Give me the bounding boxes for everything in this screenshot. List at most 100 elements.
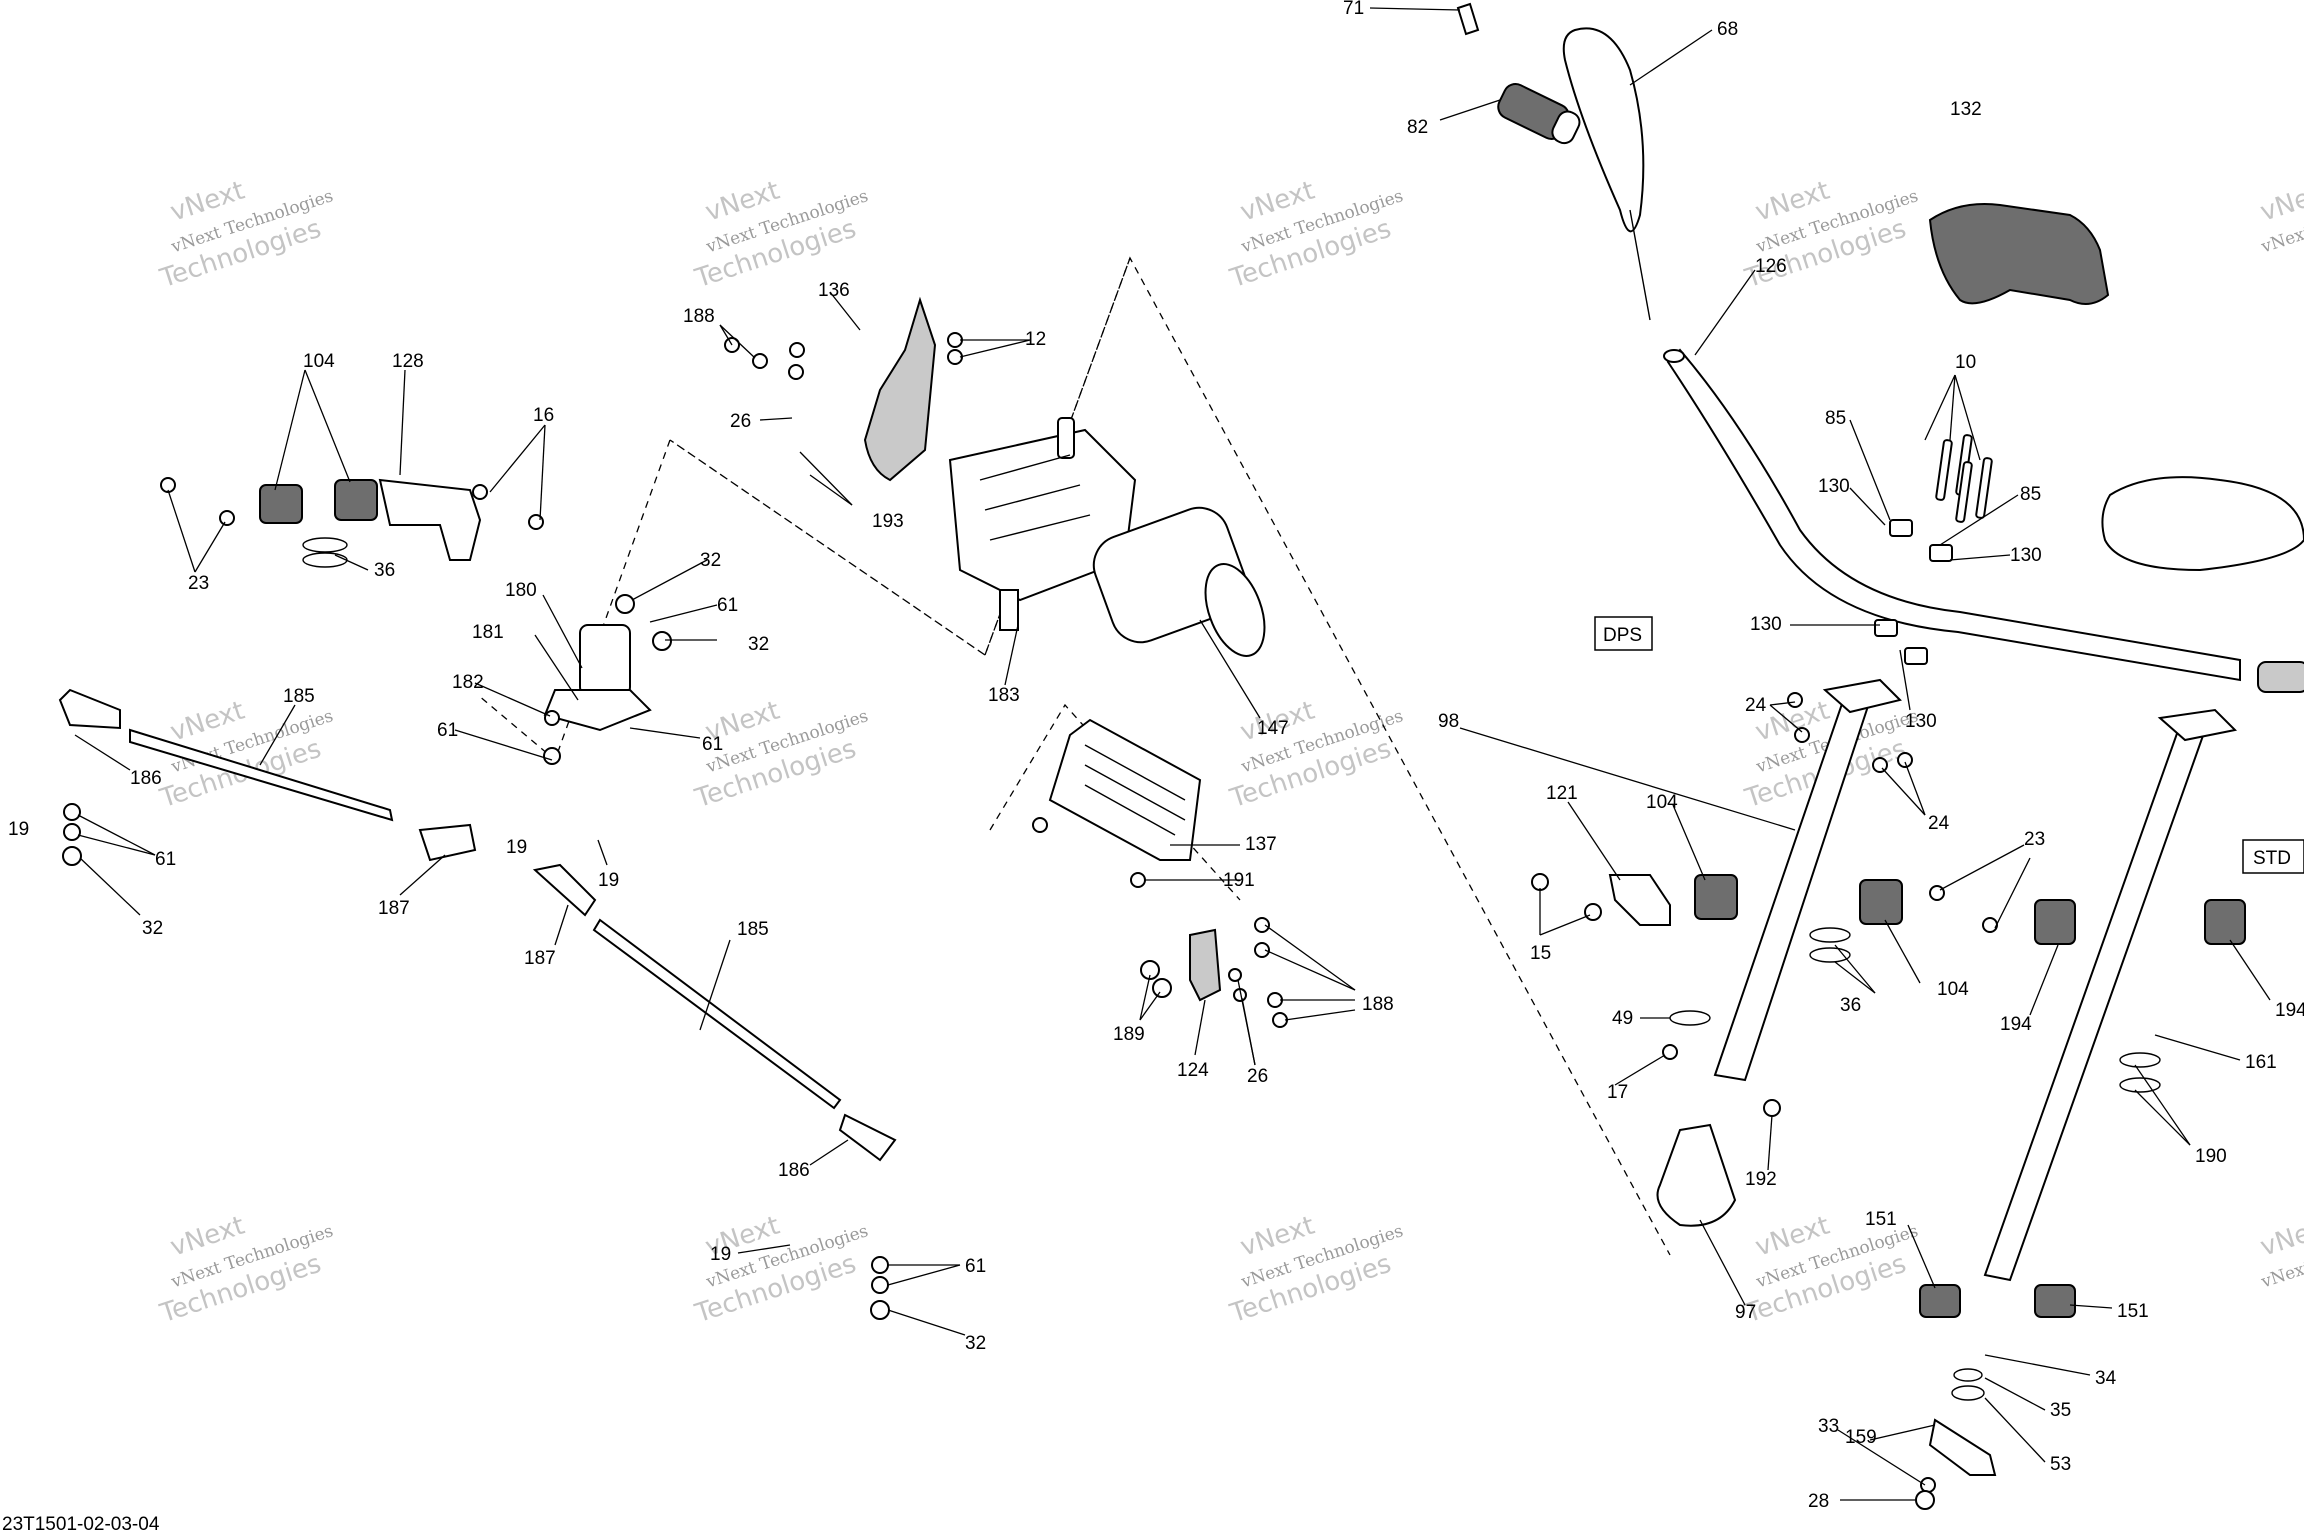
fasteners [62, 332, 1998, 1510]
callout-label: 128 [392, 351, 424, 372]
steering-column-icon [1713, 678, 1902, 1082]
handlebar-icon [1666, 348, 2241, 682]
tie-rod-end-icon [838, 1113, 897, 1162]
callout-label: 130 [1905, 711, 1937, 732]
clamp-bracket-icon [1608, 874, 1671, 926]
callout-label: 194 [2000, 1014, 2032, 1035]
handlebar-end-icon [1663, 349, 1685, 363]
steering-arm-icon [1928, 1418, 1997, 1476]
callout-label: 10 [1955, 352, 1976, 373]
callout-label: 130 [2010, 545, 2042, 566]
callout-label: 136 [818, 280, 850, 301]
variant-box-std [2242, 839, 2304, 874]
callout-label: 28 [1808, 1491, 1829, 1512]
callout-label: 124 [1177, 1060, 1209, 1081]
callout-label: 186 [778, 1160, 810, 1181]
variant-label-dps: DPS [1603, 625, 1642, 646]
callout-label: 182 [452, 672, 484, 693]
mirror-stem-icon [1629, 209, 1651, 321]
drawing-code: 23T1501-02-03-04 [2, 1514, 160, 1535]
clamp-icon [259, 479, 2246, 1318]
callout-label: 151 [1865, 1209, 1897, 1230]
callout-label: 16 [533, 405, 554, 426]
callout-label: 189 [1113, 1024, 1145, 1045]
callout-label: 130 [1818, 476, 1850, 497]
cover-plate-icon [1048, 718, 1202, 861]
callout-label: 185 [737, 919, 769, 940]
callout-label: 49 [1612, 1008, 1633, 1029]
tie-rod-icon [592, 918, 842, 1110]
watermark: vNext [2257, 176, 2304, 228]
callout-label: 130 [1750, 614, 1782, 635]
handlebar-cover-icon [1928, 203, 2110, 305]
callout-label: 24 [1745, 695, 1767, 716]
callout-label: 36 [1840, 995, 1861, 1016]
callout-label: 188 [1362, 994, 1394, 1015]
mirror-icon [1562, 27, 1645, 233]
callout-label: 53 [2050, 1454, 2071, 1475]
callout-label: 185 [283, 686, 315, 707]
callout-label: 19 [8, 819, 29, 840]
callout-label: 19 [506, 837, 527, 858]
grip-icon [1497, 83, 1581, 145]
callout-label: 192 [1745, 1169, 1777, 1190]
mirror-icon [2101, 476, 2304, 572]
callout-label: 187 [378, 898, 410, 919]
callout-label: 19 [710, 1244, 731, 1265]
callout-label: 180 [505, 580, 537, 601]
watermark: vNext [2257, 1211, 2304, 1263]
callout-label: 61 [717, 595, 738, 616]
callout-label: 188 [683, 306, 715, 327]
callout-label: 85 [1825, 408, 1846, 429]
callout-label: 23 [2024, 829, 2045, 850]
callout-label: 104 [1937, 979, 1969, 1000]
callout-label: 26 [730, 411, 751, 432]
callout-label: 193 [872, 511, 904, 532]
callout-label: 104 [1646, 792, 1678, 813]
callout-label: 97 [1735, 1302, 1756, 1323]
callout-label: 61 [155, 849, 176, 870]
callout-label: 17 [1607, 1082, 1628, 1103]
support-icon [378, 478, 482, 561]
callout-label: 98 [1438, 711, 1459, 732]
callout-label: 191 [1223, 870, 1255, 891]
callout-label: 12 [1025, 329, 1046, 350]
tie-rod-end-icon [532, 863, 597, 917]
callout-label: 121 [1546, 783, 1578, 804]
callout-label: 23 [188, 573, 209, 594]
boot-icon [1656, 1123, 1737, 1227]
pitman-arm-icon [543, 624, 652, 732]
callout-label: 151 [2117, 1301, 2149, 1322]
callout-label: 183 [988, 685, 1020, 706]
callout-label: 132 [1950, 99, 1982, 120]
bar-end-icon [1456, 2, 1480, 36]
variant-box-dps [1594, 616, 1653, 651]
callout-label: 104 [303, 351, 335, 372]
callout-label: 34 [2095, 1368, 2117, 1389]
callout-label: 137 [1245, 834, 1277, 855]
callout-label: 26 [1247, 1066, 1268, 1087]
support-bracket-icon [863, 296, 937, 482]
callout-label: 61 [702, 734, 723, 755]
variant-label-std: STD [2253, 848, 2291, 869]
callout-label: 15 [1530, 943, 1551, 964]
cover-outline [989, 703, 1241, 901]
callout-label: 32 [700, 550, 721, 571]
tie-rod-end-icon [418, 823, 477, 862]
callout-label: 82 [1407, 117, 1428, 138]
callout-label: 126 [1755, 256, 1787, 277]
callout-label: 71 [1343, 0, 1364, 19]
dps-motor-icon [948, 417, 1266, 657]
tie-rod-end-icon [58, 688, 121, 730]
callout-label: 187 [524, 948, 556, 969]
callout-label: 159 [1845, 1427, 1877, 1448]
cover-ribs [1084, 744, 1186, 836]
callout-label: 35 [2050, 1400, 2071, 1421]
callout-label: 61 [965, 1256, 986, 1277]
callout-label: 32 [142, 918, 163, 939]
callout-label: 32 [748, 634, 769, 655]
bracket-icon [1189, 928, 1222, 1002]
callout-label: 147 [1257, 718, 1289, 739]
